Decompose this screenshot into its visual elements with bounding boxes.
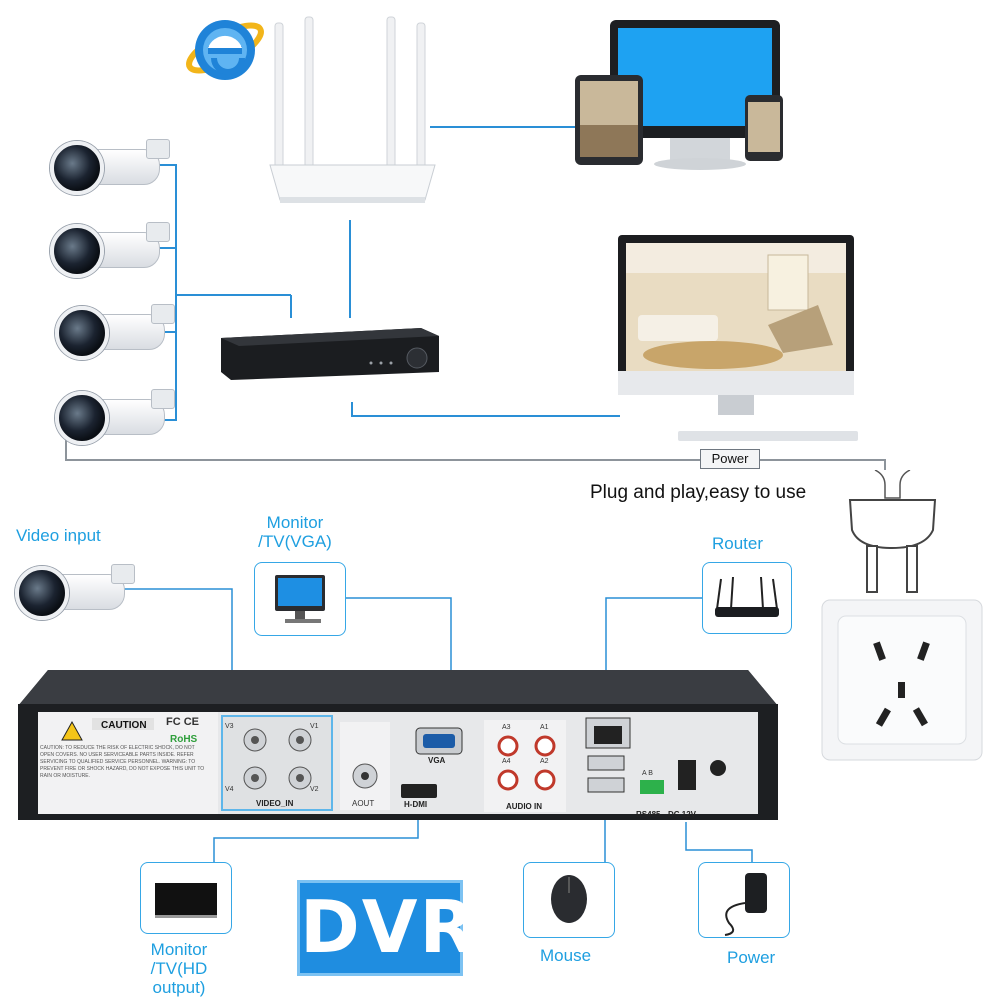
power-adapter-icon — [724, 873, 767, 936]
router-icon — [269, 16, 436, 203]
camera-icon — [15, 560, 135, 624]
dvr-rear-panel — [18, 668, 778, 828]
caution-fine-print: CAUTION: TO REDUCE THE RISK OF ELECTRIC … — [40, 745, 205, 779]
caution-title: CAUTION — [101, 720, 147, 731]
monitor-hd-label: Monitor /TV(HD output) — [150, 940, 208, 997]
fcc-ce-mark: FC CE — [166, 716, 199, 728]
router-icon-box — [702, 562, 792, 634]
vga-text: VGA — [428, 756, 446, 765]
v-label: V2 — [310, 786, 319, 793]
hdmi-text: H-DMI — [404, 800, 428, 809]
wall-socket-icon — [821, 599, 983, 761]
mouse-icon — [551, 875, 587, 923]
dvr-badge: DVR — [297, 880, 475, 976]
monitor-icon — [155, 883, 217, 918]
mouse-label: Mouse — [540, 946, 592, 965]
router-label: Router — [712, 534, 764, 553]
a-label: A1 — [540, 724, 549, 731]
monitor-icon — [275, 575, 325, 623]
audio-in-text: AUDIO IN — [506, 802, 542, 811]
tablet-icon — [575, 75, 643, 165]
monitor-icon — [610, 20, 780, 170]
camera-icon — [50, 135, 170, 199]
monitor-vga-icon-box — [254, 562, 346, 636]
v-label: V3 — [225, 723, 234, 730]
a-label: A4 — [502, 758, 511, 765]
monitor-vga-label: Monitor /TV(VGA) — [258, 513, 332, 551]
video-input-label: Video input — [16, 526, 101, 545]
rohs-mark: RoHS — [170, 734, 198, 745]
camera-icon — [55, 300, 175, 364]
plug-icon — [848, 470, 937, 593]
v-label: V1 — [310, 723, 319, 730]
power-adapter-icon-box — [698, 862, 790, 938]
camera-icon — [55, 385, 175, 449]
power-label: Power — [727, 948, 776, 967]
ab-text: A B — [642, 770, 653, 777]
rs485-text: RS485 — [636, 810, 661, 819]
phone-icon — [745, 95, 783, 161]
mouse-icon-box — [523, 862, 615, 938]
aout-text: AOUT — [352, 799, 375, 808]
monitor-icon — [618, 235, 858, 441]
v-label: V4 — [225, 786, 234, 793]
dc12v-text: DC 12V — [668, 810, 697, 819]
a-label: A2 — [540, 758, 549, 765]
a-label: A3 — [502, 724, 511, 731]
router-icon — [715, 576, 779, 617]
ie-logo-icon — [186, 20, 264, 80]
video-in-text: VIDEO_IN — [256, 799, 294, 808]
power-cable-label: Power — [700, 449, 760, 469]
dvr-unit — [221, 328, 439, 380]
monitor-hd-icon-box — [140, 862, 232, 934]
camera-icon — [50, 218, 170, 282]
caption: Plug and play,easy to use — [590, 482, 807, 503]
